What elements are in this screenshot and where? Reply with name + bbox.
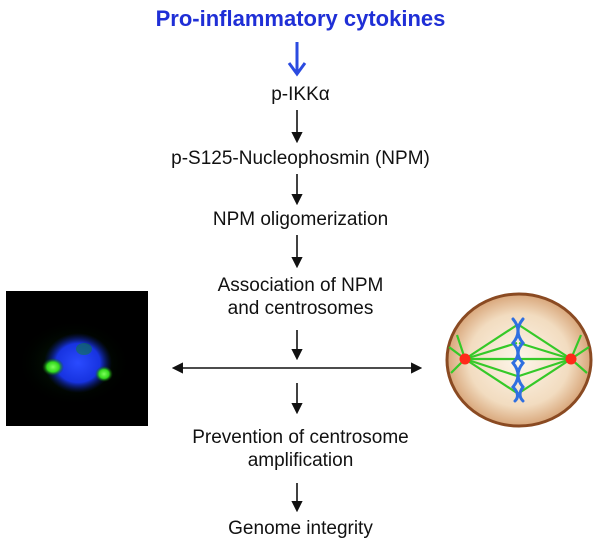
nucleus-stain: [44, 333, 112, 393]
centrosome-right: [565, 353, 577, 365]
step-p-ikka: p-IKKα: [271, 84, 330, 105]
micrograph-image: [6, 291, 148, 426]
step-genome-integrity: Genome integrity: [228, 518, 373, 539]
step-npm-oligomerization: NPM oligomerization: [212, 209, 389, 230]
step-prevention: Prevention of centrosome amplification: [0, 426, 601, 472]
step-p-s125-npm: p-S125-Nucleophosmin (NPM): [171, 148, 430, 169]
mitotic-cell-image: [445, 292, 593, 428]
title-arrow: [287, 42, 307, 77]
step-prevention-line1: Prevention of centrosome: [192, 427, 409, 448]
micrograph-drawing: [16, 319, 132, 407]
step-prevention-line2: amplification: [247, 450, 354, 471]
step-association: Association of NPM and centrosomes: [0, 274, 601, 320]
step-association-line2: and centrosomes: [227, 298, 374, 319]
title: Pro-inflammatory cytokines: [155, 6, 446, 31]
chromosomes: [510, 317, 526, 403]
centrosome-left: [459, 353, 471, 365]
npm-stain-left: [42, 358, 64, 376]
npm-stain-right: [95, 366, 113, 382]
step-association-line1: Association of NPM: [217, 275, 384, 296]
